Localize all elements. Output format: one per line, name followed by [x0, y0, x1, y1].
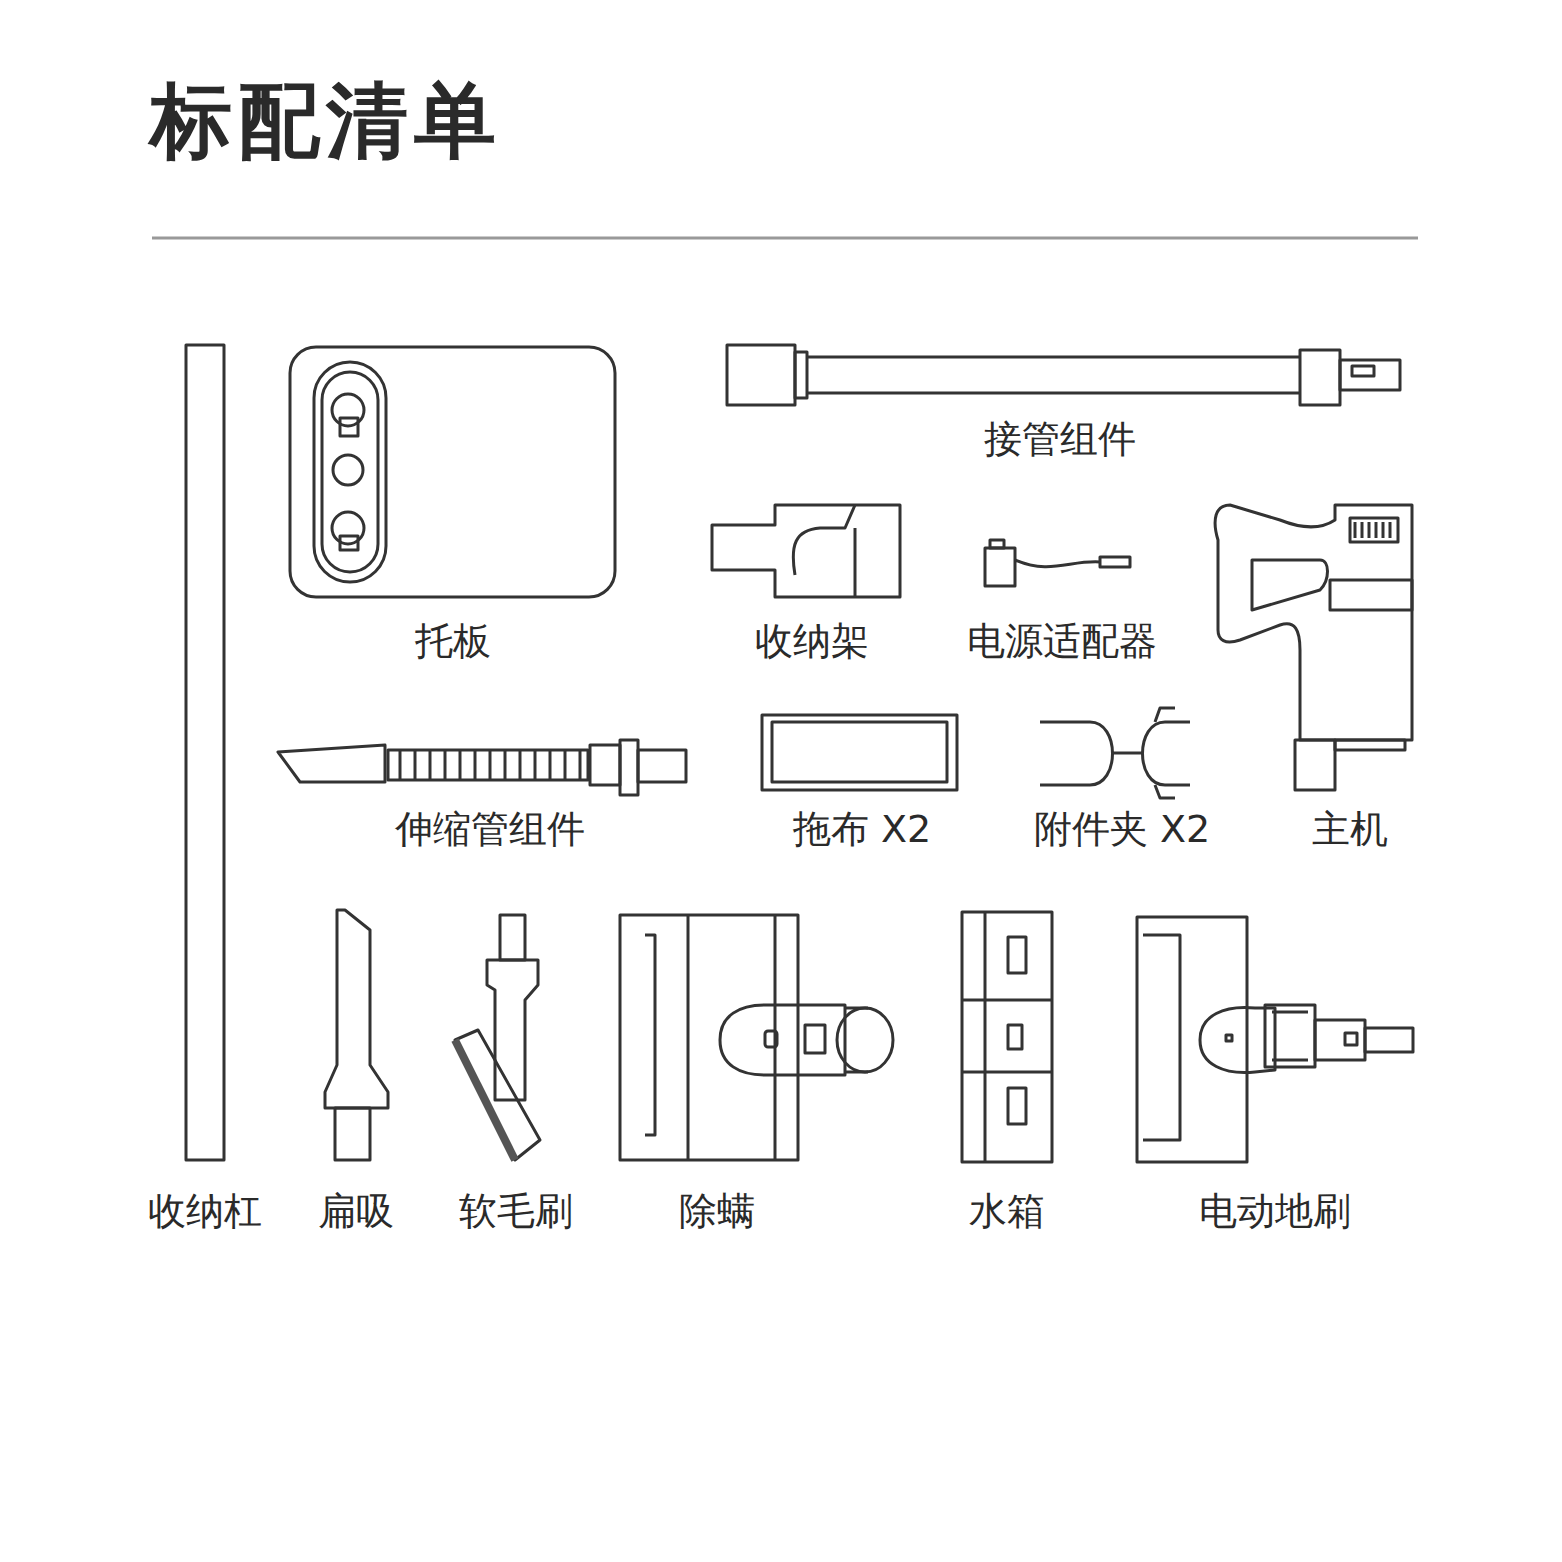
part-name: 附件夹 X2: [1034, 807, 1210, 853]
part-name: 伸缩管组件: [395, 807, 585, 853]
part-name: 软毛刷: [459, 1189, 573, 1235]
part-name: 电动地刷: [1199, 1189, 1351, 1235]
part-name: 除螨: [679, 1189, 755, 1235]
page-title: 标配清单: [150, 76, 502, 166]
part-name: 拖布 X2: [793, 807, 931, 853]
part-name: 水箱: [969, 1189, 1045, 1235]
part-name: 收纳架: [755, 619, 869, 665]
part-name: 收纳杠: [148, 1189, 262, 1235]
part-name: 接管组件: [984, 417, 1136, 463]
part-name: 扁吸: [318, 1189, 394, 1235]
part-name: 主机: [1312, 807, 1388, 853]
part-name: 电源适配器: [967, 619, 1157, 665]
part-name: 托板: [415, 619, 491, 665]
